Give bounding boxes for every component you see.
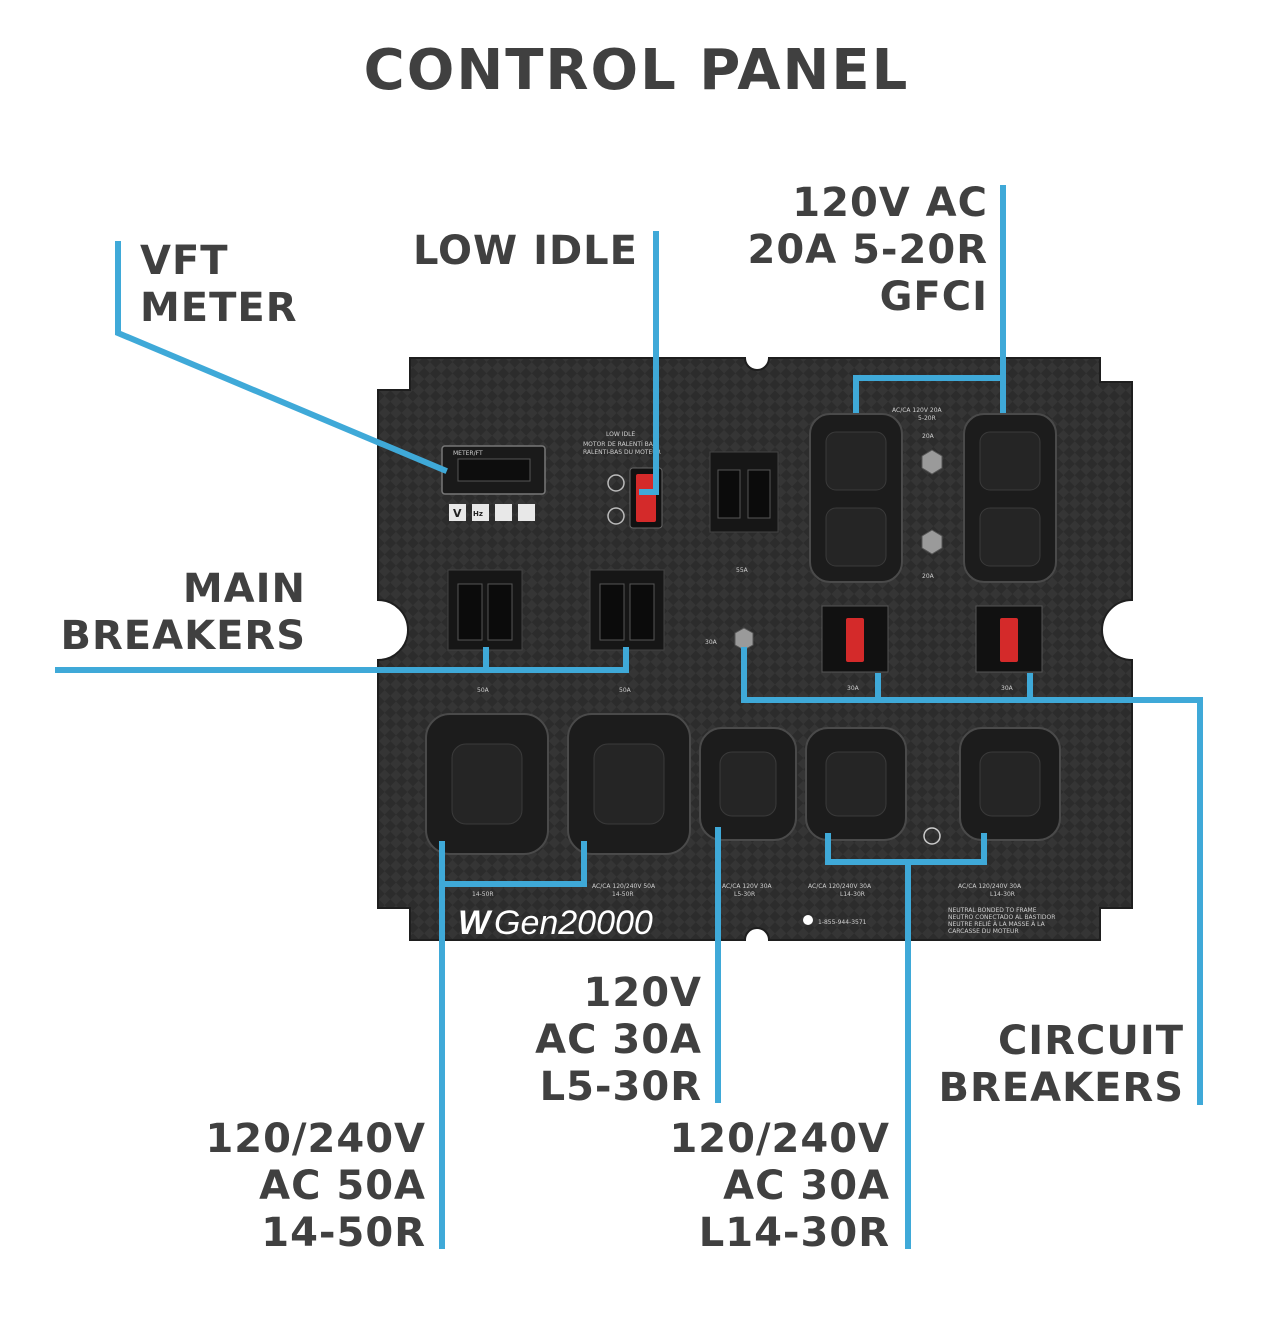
meter-button-3 bbox=[495, 504, 512, 521]
diagram-title: CONTROL PANEL bbox=[363, 38, 910, 103]
meter-button-hz bbox=[472, 504, 489, 521]
neutral-line-2: NEUTRO CONECTADO AL BASTIDOR bbox=[948, 914, 1055, 921]
amp-50a-1: 50A bbox=[477, 687, 490, 694]
callout-main-breakers: MAIN BREAKERS bbox=[60, 566, 306, 659]
line-low-idle bbox=[639, 231, 659, 495]
meter-label: METER/FT bbox=[453, 450, 483, 457]
line-circuit-breakers bbox=[741, 647, 1203, 1105]
panel-plate bbox=[377, 357, 1133, 941]
gfci-small-label: AC/CA 120V 20A bbox=[892, 407, 943, 414]
outlet-label-2: AC/CA 120/240V 50A bbox=[592, 883, 656, 890]
amp-30a-side: 30A bbox=[705, 639, 718, 646]
phone-icon bbox=[803, 915, 813, 925]
callout-low-idle: LOW IDLE bbox=[412, 228, 638, 274]
callout-vft-meter: VFT METER bbox=[140, 238, 298, 331]
low-idle-sub1: MOTOR DE RALENTÍ BAJO bbox=[583, 441, 660, 448]
outlet-label-2b: 14-50R bbox=[612, 891, 634, 898]
neutral-line-3: NEUTRE RELIÉ À LA MASSE À LA bbox=[948, 920, 1046, 928]
brand-model: Gen20000 bbox=[494, 904, 653, 942]
gauge-icon bbox=[607, 507, 625, 525]
outlet-label-4: AC/CA 120/240V 30A bbox=[808, 883, 872, 890]
low-idle-sub2: RALENTI-BAS DU MOTEUR bbox=[583, 449, 661, 456]
meter-button-v-label: V bbox=[453, 507, 462, 520]
outlet-label-5b: L14-30R bbox=[990, 891, 1015, 898]
amp-30a-cb2: 30A bbox=[1001, 685, 1014, 692]
brand-w: W bbox=[458, 904, 493, 942]
amp-20a-top: 20A bbox=[922, 433, 935, 440]
neutral-line-4: CARCASSE DU MOTEUR bbox=[948, 928, 1019, 935]
hex-nut-top bbox=[921, 449, 943, 475]
amp-50a-2: 50A bbox=[619, 687, 632, 694]
neutral-line-1: NEUTRAL BONDED TO FRAME bbox=[948, 907, 1037, 914]
low-idle-rocker bbox=[636, 474, 656, 522]
line-main-breakers bbox=[55, 647, 629, 673]
ground-bolt bbox=[734, 627, 754, 651]
outlet-label-4b: L14-30R bbox=[840, 891, 865, 898]
amp-30a-cb1: 30A bbox=[847, 685, 860, 692]
callout-14-50r: 120/240V AC 50A 14-50R bbox=[205, 1116, 426, 1256]
phone-number: 1-855-944-3571 bbox=[818, 919, 867, 926]
outlet-label-5: AC/CA 120/240V 30A bbox=[958, 883, 1022, 890]
callout-l5-30r: 120V AC 30A L5-30R bbox=[535, 970, 702, 1110]
callout-circuit-breakers: CIRCUIT BREAKERS bbox=[938, 1018, 1184, 1111]
hex-nut-bottom bbox=[921, 529, 943, 555]
callout-lines bbox=[55, 185, 1203, 1249]
outlet-label-3: AC/CA 120V 30A bbox=[722, 883, 773, 890]
line-gfci bbox=[853, 185, 1006, 413]
outlet-label-3b: L5-30R bbox=[734, 891, 755, 898]
low-idle-small-label: LOW IDLE bbox=[606, 431, 635, 438]
callout-l14-30r: 120/240V AC 30A L14-30R bbox=[669, 1116, 890, 1256]
line-vft-meter bbox=[115, 241, 448, 474]
gfci-sub-label: 5-20R bbox=[918, 415, 936, 422]
amp-20a-bottom: 20A bbox=[922, 573, 935, 580]
amp-55a: 55A bbox=[736, 567, 749, 574]
callout-gfci: 120V AC 20A 5-20R GFCI bbox=[747, 180, 988, 320]
meter-button-v bbox=[449, 504, 466, 521]
outlet-label-1b: 14-50R bbox=[472, 891, 494, 898]
ground-symbol-icon bbox=[923, 827, 941, 845]
rabbit-icon bbox=[607, 474, 625, 492]
meter-button-4 bbox=[518, 504, 535, 521]
meter-button-hz-label: Hz bbox=[473, 510, 483, 518]
